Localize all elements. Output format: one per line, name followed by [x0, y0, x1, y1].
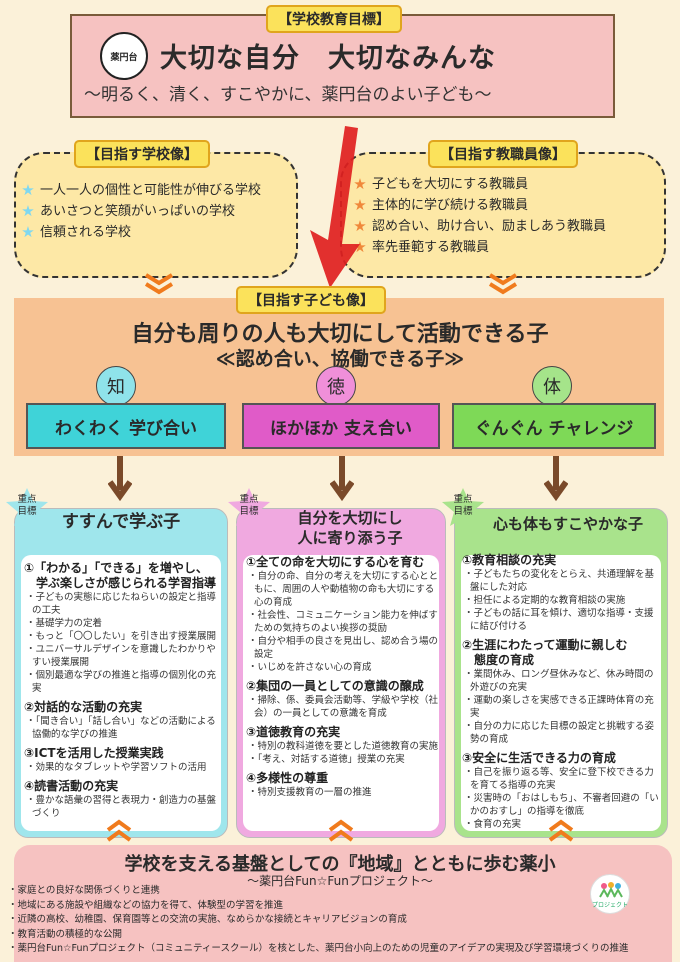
red-arrow-icon: [310, 126, 360, 288]
arrow-down-icon: [330, 456, 354, 502]
school-emblem-icon: 薬円台: [100, 32, 148, 80]
staff-image-box: [340, 152, 666, 278]
pillar-circle-toku: 徳: [316, 366, 356, 406]
panel-body: ①全ての命を大切にする心を育む ・自分の命、自分の考えを大切にする心とともに、周…: [246, 555, 439, 798]
list-item: ・地域にある施設や組織などの協力を得て、体験型の学習を推進: [8, 899, 284, 911]
school-image-box: [14, 152, 298, 278]
list-item: ★信頼される学校: [21, 223, 132, 241]
star-icon: ★: [353, 238, 367, 256]
star-icon: [6, 488, 48, 526]
chevron-up-icon: [106, 819, 132, 842]
panel-body: ①「わかる」「できる」を増やし、 学ぶ楽しさが感じられる学習指導 ・子どもの実態…: [24, 561, 217, 819]
panel-title: すすんで学ぶ子: [61, 512, 181, 532]
star-icon: [442, 488, 484, 526]
community-base-box: [14, 845, 672, 962]
pillar-label-toku: ほかほか 支え合い: [242, 403, 440, 449]
school-image-list: ★一人一人の個性と可能性が伸びる学校 ★あいさつと笑顔がいっぱいの学校 ★信頼さ…: [20, 180, 261, 243]
star-icon: ★: [353, 175, 367, 193]
list-item: ・薬円台Fun☆Funプロジェクト（コミュニティースクール）を核とした、薬円台小…: [8, 943, 629, 954]
chevron-down-icon: [144, 273, 174, 295]
star-icon: [228, 488, 270, 526]
focus-label: 重点目標: [239, 494, 259, 517]
list-item: ★子どもを大切にする教職員: [353, 175, 529, 193]
school-goal-subtitle: ～明るく、清く、すこやかに、薬円台のよい子ども～: [84, 85, 492, 105]
star-icon: ★: [21, 202, 35, 220]
community-base-list: ・家庭との良好な関係づくりと連携 ・地域にある施設や組織などの協力を得て、体験型…: [8, 884, 672, 957]
project-logo-icon: プロジェクト: [590, 874, 630, 914]
school-goal-tag: 【学校教育目標】: [266, 5, 402, 33]
list-item: ★あいさつと笑顔がいっぱいの学校: [21, 202, 236, 220]
panel-body: ①教育相談の充実 ・子どもたちの変化をとらえ、共通理解を基盤にした対応 ・担任に…: [462, 553, 659, 830]
list-item: ★認め合い、助け合い、励ましあう教職員: [353, 217, 607, 235]
panel-manabu: [14, 508, 228, 838]
pillar-label-chi: わくわく 学び合い: [26, 403, 226, 449]
list-item: ・近隣の高校、幼稚園、保育園等との交流の実施、なめらかな接続とキャリアビジョンの…: [8, 914, 407, 925]
pillar-circle-chi: 知: [96, 366, 136, 406]
pillar-circle-tai: 体: [532, 366, 572, 406]
star-icon: ★: [353, 217, 367, 235]
arrow-down-icon: [108, 456, 132, 502]
list-item: ★率先垂範する教職員: [353, 238, 490, 256]
community-base-subtitle: ～薬円台Fun☆Funプロジェクト～: [247, 874, 433, 888]
chevron-up-icon: [328, 819, 354, 842]
pillar-label-tai: ぐんぐん チャレンジ: [452, 403, 656, 449]
focus-label: 重点目標: [17, 494, 37, 517]
list-item: ・家庭との良好な関係づくりと連携: [8, 885, 160, 896]
community-base-title: 学校を支える基盤としての『地域』とともに歩む薬小: [124, 854, 556, 875]
panel-title: 自分を大切にし人に寄り添う子: [297, 509, 403, 547]
list-item: ・教育活動の積極的な公開: [8, 928, 123, 940]
child-image-main: 自分も周りの人も大切にして活動できる子: [131, 322, 549, 347]
arrow-down-icon: [544, 456, 568, 502]
child-image-sub: ≪認め合い、協働できる子≫: [215, 348, 465, 370]
star-icon: ★: [21, 223, 35, 241]
focus-label: 重点目標: [453, 494, 473, 517]
panel-challenge: [454, 508, 668, 838]
list-item: ★一人一人の個性と可能性が伸びる学校: [21, 181, 262, 199]
star-icon: ★: [21, 181, 35, 199]
staff-image-tag: 【目指す教職員像】: [428, 140, 578, 168]
star-icon: ★: [353, 196, 367, 214]
list-item: ★主体的に学び続ける教職員: [353, 196, 529, 214]
staff-image-list: ★子どもを大切にする教職員 ★主体的に学び続ける教職員 ★認め合い、助け合い、励…: [352, 174, 606, 258]
school-image-tag: 【目指す学校像】: [74, 140, 210, 168]
school-goal-title: 大切な自分 大切なみんな: [160, 43, 496, 74]
panel-sasaeau: [236, 508, 446, 838]
chevron-up-icon: [548, 819, 574, 842]
child-image-tag: 【目指す子ども像】: [236, 286, 386, 314]
panel-title: 心も体もすこやかな子: [492, 515, 643, 533]
chevron-down-icon: [488, 273, 518, 295]
